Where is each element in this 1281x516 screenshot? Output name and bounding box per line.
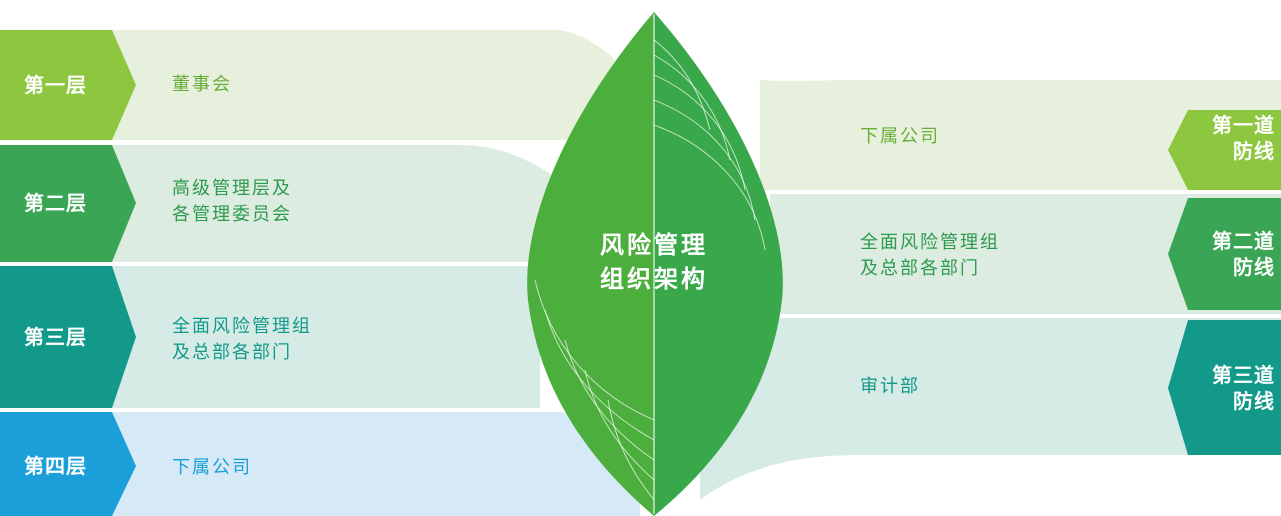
defense-line-2-label-bottom: 防线 xyxy=(1233,255,1275,279)
left-chevron-4 xyxy=(0,412,136,516)
center-title-line-1: 风险管理 xyxy=(600,231,708,259)
line-2-text-line-1: 全面风险管理组 xyxy=(860,232,1000,253)
line-1-text-line-1: 下属公司 xyxy=(860,126,940,147)
defense-line-3-label: 第三道 防线 xyxy=(1185,362,1275,414)
tier-2-text-line-1: 高级管理层及 xyxy=(172,178,292,199)
center-title-line-2: 组织架构 xyxy=(600,265,708,293)
right-chevron-1 xyxy=(1168,110,1281,190)
tier-3-text-line-2: 及总部各部门 xyxy=(172,342,292,363)
tier-1-text: 董事会 xyxy=(172,72,232,98)
tier-3-label: 第三层 xyxy=(24,325,87,349)
center-leaf xyxy=(527,12,783,516)
left-band-4 xyxy=(0,412,640,516)
left-chevron-3 xyxy=(0,266,136,408)
right-band-2 xyxy=(770,194,1281,314)
defense-line-3-label-top: 第三道 xyxy=(1212,363,1275,387)
tier-3-text-line-1: 全面风险管理组 xyxy=(172,316,312,337)
tier-1-text-line-1: 董事会 xyxy=(172,74,232,95)
line-3-text: 审计部 xyxy=(860,374,920,400)
line-3-text-line-1: 审计部 xyxy=(860,376,920,397)
center-title: 风险管理 组织架构 xyxy=(574,228,734,296)
line-2-text-line-2: 及总部各部门 xyxy=(860,258,980,279)
defense-line-2-label-top: 第二道 xyxy=(1212,229,1275,253)
tier-4-text-line-1: 下属公司 xyxy=(172,457,252,478)
left-band-1 xyxy=(0,30,655,140)
defense-line-1-label-top: 第一道 xyxy=(1212,113,1275,137)
defense-line-1-label-bottom: 防线 xyxy=(1233,139,1275,163)
tier-2-text-line-2: 各管理委员会 xyxy=(172,204,292,225)
right-band-1 xyxy=(760,80,1281,190)
defense-line-3-label-bottom: 防线 xyxy=(1233,389,1275,413)
tier-4-label: 第四层 xyxy=(24,454,87,478)
defense-line-2-label: 第二道 防线 xyxy=(1185,228,1275,280)
right-chevron-2 xyxy=(1168,198,1281,310)
right-chevron-3 xyxy=(1168,320,1281,455)
defense-line-1-label: 第一道 防线 xyxy=(1185,112,1275,164)
tier-1-label: 第一层 xyxy=(24,73,87,97)
left-band-2 xyxy=(0,145,560,262)
right-band-3 xyxy=(700,318,1281,500)
left-chevron-2 xyxy=(0,145,136,262)
line-1-text: 下属公司 xyxy=(860,124,940,150)
line-2-text: 全面风险管理组 及总部各部门 xyxy=(860,230,1000,282)
tier-4-text: 下属公司 xyxy=(172,455,252,481)
left-chevron-1 xyxy=(0,30,136,140)
left-band-3 xyxy=(0,266,540,408)
tier-2-label: 第二层 xyxy=(24,191,87,215)
tier-3-text: 全面风险管理组 及总部各部门 xyxy=(172,314,312,366)
tier-2-text: 高级管理层及 各管理委员会 xyxy=(172,176,292,228)
